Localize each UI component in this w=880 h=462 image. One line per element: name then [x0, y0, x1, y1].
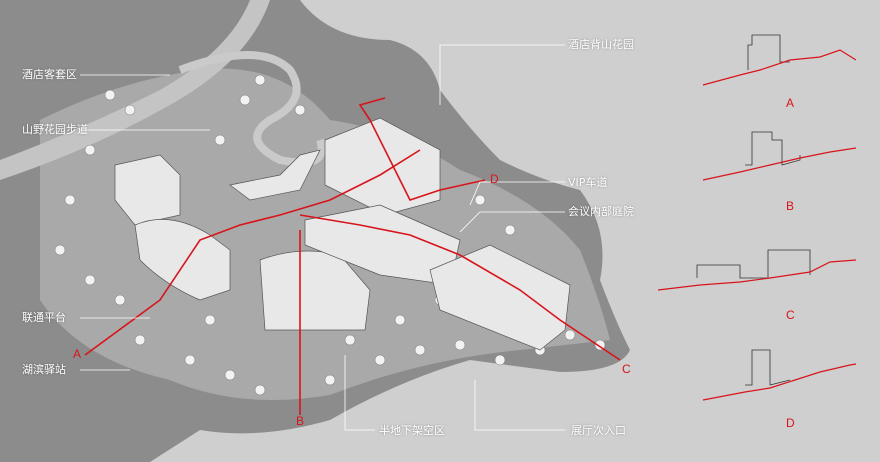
section-title-c: C	[786, 308, 795, 322]
label-connecting-platform: 联通平台	[22, 311, 66, 324]
section-profile-d	[702, 349, 857, 401]
section-line-d	[358, 97, 486, 201]
section-mark-b: B	[296, 414, 305, 428]
label-mountain-trail: 山野花园步道	[22, 123, 88, 136]
profile-c-building	[696, 249, 811, 279]
section-profile-b	[702, 131, 857, 181]
profile-c-ground	[657, 259, 857, 291]
profile-d-ground	[702, 363, 857, 401]
label-lakeside-station: 湖滨驿站	[22, 363, 66, 376]
callout-leaders	[80, 44, 565, 431]
label-hotel-back-garden: 酒店背山花园	[568, 38, 634, 51]
section-title-a: A	[786, 96, 795, 110]
section-cut-lines	[84, 97, 621, 415]
label-vip-driveway: VIP车道	[568, 176, 608, 189]
section-title-d: D	[786, 416, 795, 430]
building-group	[114, 117, 571, 351]
section-mark-d: D	[490, 172, 499, 186]
center-curved-building	[259, 250, 371, 331]
label-semi-underground: 半地下架空区	[379, 424, 445, 437]
canopy-link	[229, 149, 321, 201]
label-exhibition-entrance: 展厅次入口	[571, 424, 626, 437]
profile-b-ground	[702, 147, 857, 181]
section-title-b: B	[786, 199, 795, 213]
section-line-a	[84, 149, 421, 356]
tree-cluster	[54, 74, 606, 396]
profile-b-building	[745, 131, 801, 166]
label-hotel-guest-area: 酒店客套区	[22, 68, 77, 81]
section-profile-c	[657, 249, 857, 291]
hotel-tower	[324, 117, 441, 216]
section-line-c	[299, 214, 621, 361]
profile-a-building	[747, 34, 790, 70]
section-mark-c: C	[622, 362, 631, 376]
curved-building	[134, 219, 231, 301]
exhibition-block	[429, 244, 571, 351]
section-mark-a: A	[73, 347, 82, 361]
mountain-road	[0, 0, 270, 180]
profile-a-ground	[702, 49, 857, 86]
profile-d-building	[745, 349, 791, 386]
left-wing-building	[114, 154, 181, 226]
label-meeting-courtyard: 会议内部庭院	[568, 205, 634, 218]
section-profile-a	[702, 34, 857, 86]
